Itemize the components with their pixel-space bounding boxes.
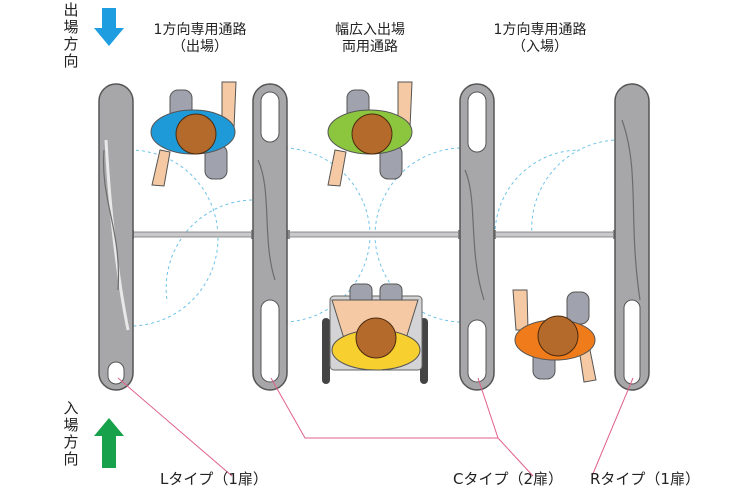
callout-line-c bbox=[270, 377, 499, 439]
rail-2 bbox=[285, 231, 462, 238]
lane-title-line: 幅広入出場 bbox=[335, 22, 405, 38]
entry-direction-char: 入 bbox=[63, 399, 79, 417]
entry-direction-label: 入 場 方 向 bbox=[62, 400, 80, 468]
swing-arc-right-lane bbox=[494, 149, 581, 236]
entry-arrow-icon bbox=[94, 418, 124, 468]
swing-arc-center-lane-left bbox=[284, 147, 371, 236]
lane-title-line: 1方向専用通路 bbox=[493, 22, 587, 38]
exit-direction-char: 出 bbox=[63, 1, 79, 19]
person-wheelchair bbox=[322, 283, 428, 384]
lane-title-exit: 1方向専用通路 （出場） bbox=[140, 22, 260, 56]
lane-title-line: 両用通路 bbox=[342, 39, 398, 55]
exit-direction-char: 方 bbox=[63, 35, 79, 53]
panel-c-type-1 bbox=[252, 83, 288, 391]
person-wide-lane bbox=[327, 81, 413, 187]
panel-type-r-label: Rタイプ（1扉） bbox=[590, 470, 700, 488]
panel-l-type bbox=[98, 83, 134, 391]
panel-type-c-label: Cタイプ（2扉） bbox=[453, 470, 564, 488]
callout-lines bbox=[117, 377, 634, 477]
panel-type-l-label: Lタイプ（1扉） bbox=[160, 470, 268, 488]
swing-arc-left-lane bbox=[129, 149, 219, 327]
gate-panels bbox=[98, 83, 650, 391]
exit-direction-char: 向 bbox=[63, 52, 79, 70]
rail-3 bbox=[492, 231, 620, 238]
person-exit-lane bbox=[150, 81, 237, 187]
panel-c-type-2 bbox=[459, 83, 495, 391]
person-entry-lane bbox=[512, 289, 597, 383]
exit-direction-char: 場 bbox=[63, 18, 79, 36]
rails bbox=[128, 230, 620, 239]
panel-r-type bbox=[614, 83, 650, 391]
callout-line-l bbox=[117, 377, 233, 477]
lane-title-wide: 幅広入出場 両用通路 bbox=[310, 22, 430, 56]
lane-title-entry: 1方向専用通路 （入場） bbox=[480, 22, 600, 56]
exit-arrow-icon bbox=[94, 8, 124, 46]
callout-line-r bbox=[591, 377, 634, 477]
exit-direction-label: 出 場 方 向 bbox=[62, 2, 80, 70]
swing-arc-right-lane-2 bbox=[531, 139, 621, 236]
lane-title-line: 1方向専用通路 bbox=[153, 22, 247, 38]
entry-direction-char: 方 bbox=[63, 433, 79, 451]
swing-arc-left-lane-2 bbox=[165, 199, 253, 301]
rail-1 bbox=[129, 231, 256, 238]
lane-title-line: （入場） bbox=[512, 39, 568, 55]
entry-direction-char: 場 bbox=[63, 416, 79, 434]
callout-line-c-2 bbox=[497, 437, 534, 477]
lane-title-line: （出場） bbox=[172, 39, 228, 55]
entry-direction-char: 向 bbox=[63, 450, 79, 468]
